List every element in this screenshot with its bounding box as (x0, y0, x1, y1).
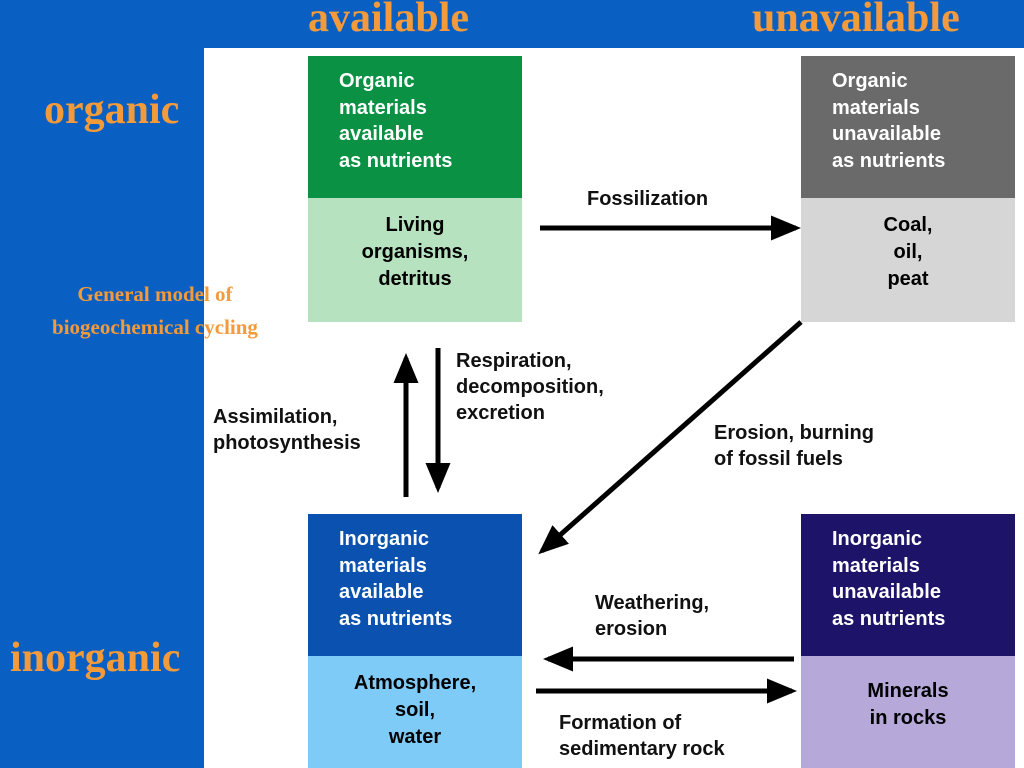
process-line: of fossil fuels (714, 448, 843, 470)
body-line: oil, (893, 241, 923, 263)
process-line: decomposition, (456, 376, 604, 398)
column-label-unavailable: unavailable (752, 0, 960, 41)
header-line: as nutrients (339, 149, 453, 172)
process-label-formation: Formation of sedimentary rock (559, 710, 725, 762)
box-inorganic-unavailable: Inorganic materials unavailable as nutri… (801, 514, 1015, 768)
header-line: unavailable (832, 123, 941, 145)
body-line: Atmosphere, (353, 672, 477, 694)
process-label-fossilization: Fossilization (587, 186, 708, 212)
body-line: Living (385, 214, 445, 236)
process-line: sedimentary rock (559, 738, 725, 760)
process-label-assimilation: Assimilation, photosynthesis (213, 404, 361, 456)
column-label-available: available (308, 0, 470, 41)
header-line: Inorganic (832, 528, 923, 550)
box-organic-unavailable-body: Coal, oil, peat (801, 198, 1015, 322)
box-inorganic-unavailable-body: Minerals in rocks (801, 656, 1015, 768)
body-line: peat (887, 268, 929, 290)
caption-line: General model of (77, 282, 233, 306)
erosion-burning-arrow (538, 320, 803, 555)
process-line: photosynthesis (213, 432, 361, 454)
row-label-inorganic: inorganic (10, 635, 181, 681)
process-line: Weathering, (595, 592, 710, 614)
box-inorganic-unavailable-header: Inorganic materials unavailable as nutri… (801, 514, 1015, 656)
body-line: Minerals (867, 680, 949, 702)
body-line: detritus (378, 268, 452, 290)
header-line: as nutrients (339, 607, 453, 630)
header-line: materials (339, 96, 427, 119)
header-line: Inorganic (339, 528, 430, 550)
header-line: Organic (832, 70, 908, 92)
process-line: Assimilation, (213, 406, 338, 428)
box-inorganic-available-body: Atmosphere, soil, water (308, 656, 522, 768)
process-label-erosion-burning: Erosion, burning of fossil fuels (714, 420, 874, 472)
body-line: in rocks (869, 707, 947, 729)
box-organic-available-header: Organic materials available as nutrients (308, 56, 522, 198)
header-line: available (339, 123, 424, 145)
body-line: Coal, (883, 214, 933, 236)
box-organic-unavailable-header: Organic materials unavailable as nutrien… (801, 56, 1015, 198)
process-line: Formation of (559, 712, 682, 734)
row-label-organic: organic (44, 87, 180, 133)
diagram-caption: General model of biogeochemical cycling (10, 278, 300, 344)
header-line: materials (339, 554, 427, 577)
box-organic-available-body: Living organisms, detritus (308, 198, 522, 322)
box-organic-unavailable: Organic materials unavailable as nutrien… (801, 56, 1015, 322)
header-line: as nutrients (832, 607, 946, 630)
box-inorganic-available: Inorganic materials available as nutrien… (308, 514, 522, 768)
body-line: soil, (394, 699, 435, 721)
process-line: Fossilization (587, 188, 709, 210)
process-label-respiration: Respiration, decomposition, excretion (456, 348, 604, 426)
process-label-weathering: Weathering, erosion (595, 590, 709, 642)
caption-line: biogeochemical cycling (52, 315, 258, 339)
process-line: excretion (456, 402, 545, 424)
box-inorganic-available-header: Inorganic materials available as nutrien… (308, 514, 522, 656)
header-line: unavailable (832, 581, 941, 603)
header-line: materials (832, 554, 920, 577)
process-line: Respiration, (456, 350, 572, 372)
body-line: water (388, 726, 442, 748)
header-line: available (339, 581, 424, 603)
body-line: organisms, (361, 241, 469, 263)
process-line: Erosion, burning (714, 422, 874, 444)
box-organic-available: Organic materials available as nutrients… (308, 56, 522, 322)
process-arrows (393, 215, 803, 704)
header-line: as nutrients (832, 149, 946, 172)
diagram-panel: Organic materials available as nutrients… (204, 48, 1024, 768)
header-line: Organic (339, 70, 415, 92)
process-line: erosion (595, 618, 668, 640)
header-line: materials (832, 96, 920, 119)
